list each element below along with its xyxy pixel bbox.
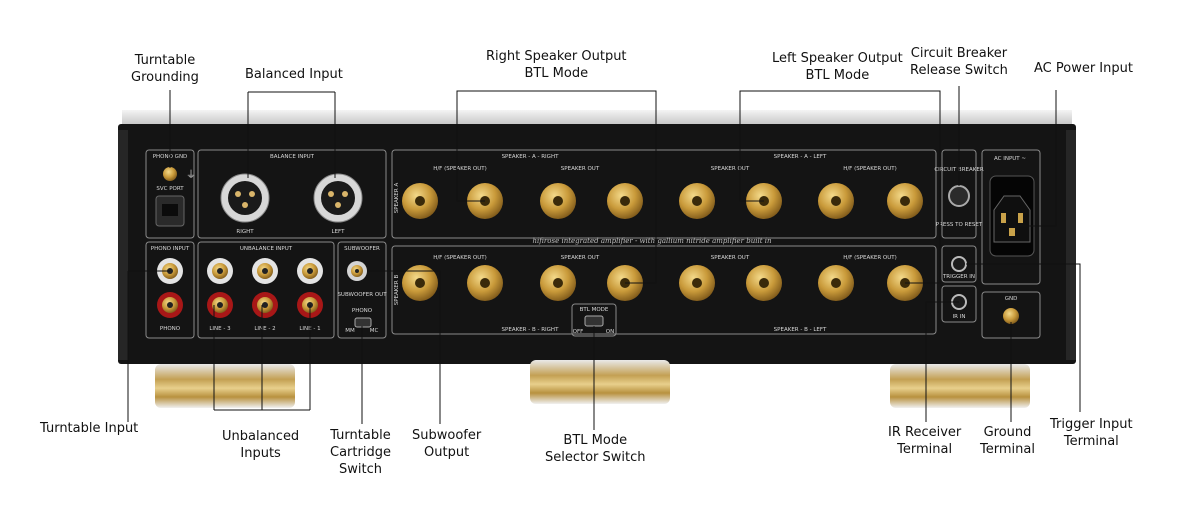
xlr-left[interactable] xyxy=(313,173,363,223)
label-subwoofer: SUBWOOFER xyxy=(344,246,380,252)
callout-circuit-breaker: Circuit Breaker Release Switch xyxy=(910,45,1008,79)
label-mc: MC xyxy=(370,328,379,334)
callout-text: Release Switch xyxy=(910,63,1008,78)
label-hf-speaker-out-b-r: H/F (SPEAKER OUT) xyxy=(433,255,487,261)
label-right: RIGHT xyxy=(236,229,254,235)
callout-text: Right Speaker Output xyxy=(486,49,627,64)
label-phono: PHONO xyxy=(160,326,181,332)
callout-text: Ground xyxy=(983,425,1032,440)
label-balance-input: BALANCE INPUT xyxy=(270,154,315,160)
subwoofer-out-jack[interactable] xyxy=(347,261,367,281)
callout-btl-selector: BTL Mode Selector Switch xyxy=(545,432,646,466)
label-speaker-b: SPEAKER B xyxy=(394,275,400,306)
callout-text: Turntable Input xyxy=(40,421,139,436)
label-mm: MM xyxy=(345,328,355,334)
callout-text: AC Power Input xyxy=(1034,61,1133,76)
callout-cartridge-switch: Turntable Cartridge Switch xyxy=(330,427,391,478)
label-line3: LINE - 3 xyxy=(209,326,231,332)
label-speaker-b-left: SPEAKER - B - LEFT xyxy=(774,327,827,333)
label-svc-port: SVC PORT xyxy=(156,186,184,192)
callout-text: BTL Mode xyxy=(563,433,628,448)
label-speaker-out-b-r: SPEAKER OUT xyxy=(561,255,600,261)
callout-text: Cartridge xyxy=(330,445,391,460)
callout-turntable-grounding: Turntable Grounding xyxy=(131,52,199,86)
callout-text: Selector Switch xyxy=(545,450,646,465)
phono-rca-jacks[interactable] xyxy=(157,258,183,318)
callout-text: BTL Mode xyxy=(524,66,589,81)
callout-ir-receiver: IR Receiver Terminal xyxy=(888,424,961,458)
callout-trigger-input: Trigger Input Terminal xyxy=(1050,416,1133,450)
label-speaker-a-right: SPEAKER - A - RIGHT xyxy=(502,154,560,160)
label-speaker-out-a-r: SPEAKER OUT xyxy=(561,166,600,172)
label-speaker-b-right: SPEAKER - B - RIGHT xyxy=(502,327,560,333)
label-speaker-a: SPEAKER A xyxy=(394,183,400,214)
label-phono-input: PHONO INPUT xyxy=(151,246,190,252)
label-speaker-out-a-l: SPEAKER OUT xyxy=(711,166,750,172)
phono-gnd-post[interactable] xyxy=(163,167,177,181)
callout-text: IR Receiver xyxy=(888,425,962,440)
callout-right-speaker-output: Right Speaker Output BTL Mode xyxy=(486,48,627,82)
label-on: ON xyxy=(606,329,614,335)
trigger-in-jack[interactable] xyxy=(951,256,967,272)
circuit-breaker-button[interactable] xyxy=(948,185,970,207)
label-hf-speaker-out-a-r: H/F (SPEAKER OUT) xyxy=(433,166,487,172)
label-phono-switch: PHONO xyxy=(352,308,373,314)
label-unbalance-input: UNBALANCE INPUT xyxy=(240,246,293,252)
callout-text: Output xyxy=(424,445,470,460)
callout-text: Circuit Breaker xyxy=(910,46,1008,61)
callout-subwoofer-output: Subwoofer Output xyxy=(412,427,481,461)
cartridge-switch[interactable] xyxy=(354,317,372,328)
label-ac-input: AC INPUT ~ xyxy=(994,156,1026,162)
callout-text: Trigger Input xyxy=(1050,417,1133,432)
btl-mode-switch[interactable] xyxy=(584,315,604,327)
callout-text: Subwoofer xyxy=(412,428,482,443)
callout-ac-power: AC Power Input xyxy=(1034,60,1133,77)
callout-balanced-input: Balanced Input xyxy=(245,66,343,83)
label-hf-speaker-out-a-l: H/F (SPEAKER OUT) xyxy=(843,166,897,172)
side-fins xyxy=(118,130,1076,360)
callout-text: BTL Mode xyxy=(805,68,870,83)
callout-text: Terminal xyxy=(1063,434,1119,449)
callout-turntable-input: Turntable Input xyxy=(40,420,138,437)
callout-ground-terminal: Ground Terminal xyxy=(980,424,1035,458)
label-left: LEFT xyxy=(332,229,346,235)
ground-icon: ⏚ xyxy=(186,169,196,181)
callout-text: Grounding xyxy=(131,70,199,85)
label-off: OFF xyxy=(573,329,584,335)
callout-text: Switch xyxy=(338,462,382,477)
callout-text: Unbalanced xyxy=(222,429,300,444)
feet xyxy=(155,360,1030,408)
callout-text: Inputs xyxy=(240,446,281,461)
callout-text: Left Speaker Output xyxy=(772,51,903,66)
label-hf-speaker-out-b-l: H/F (SPEAKER OUT) xyxy=(843,255,897,261)
binding-posts-b[interactable] xyxy=(402,265,923,301)
binding-posts-a[interactable] xyxy=(402,183,923,219)
callout-text: Terminal xyxy=(980,442,1035,457)
label-subwoofer-out: SUBWOOFER OUT xyxy=(337,292,387,298)
top-cover xyxy=(122,110,1072,128)
callout-text: Turntable xyxy=(134,53,196,68)
callout-text: Terminal xyxy=(897,442,953,457)
label-speaker-out-b-l: SPEAKER OUT xyxy=(711,255,750,261)
label-btl-mode: BTL MODE xyxy=(580,307,609,313)
callout-left-speaker-output: Left Speaker Output BTL Mode xyxy=(772,50,903,84)
label-gnd: GND xyxy=(1005,296,1018,302)
label-line2: LINE - 2 xyxy=(254,326,275,332)
ac-inlet[interactable] xyxy=(989,175,1035,257)
tagline: hifirose integrated amplifier - with gal… xyxy=(533,237,772,245)
callout-text: Balanced Input xyxy=(245,67,343,82)
callout-unbalanced-inputs: Unbalanced Inputs xyxy=(222,428,299,462)
leader-lines xyxy=(127,86,1081,430)
gnd-post[interactable] xyxy=(1003,308,1019,324)
svc-port-socket xyxy=(162,204,178,216)
label-speaker-a-left: SPEAKER - A - LEFT xyxy=(774,154,827,160)
callout-text: Turntable xyxy=(330,428,391,443)
xlr-right[interactable] xyxy=(220,173,270,223)
label-ir-in: IR IN xyxy=(953,314,966,320)
label-trigger-in: TRIGGER IN xyxy=(942,274,975,280)
label-press-to-reset: PRESS TO RESET xyxy=(936,222,983,228)
